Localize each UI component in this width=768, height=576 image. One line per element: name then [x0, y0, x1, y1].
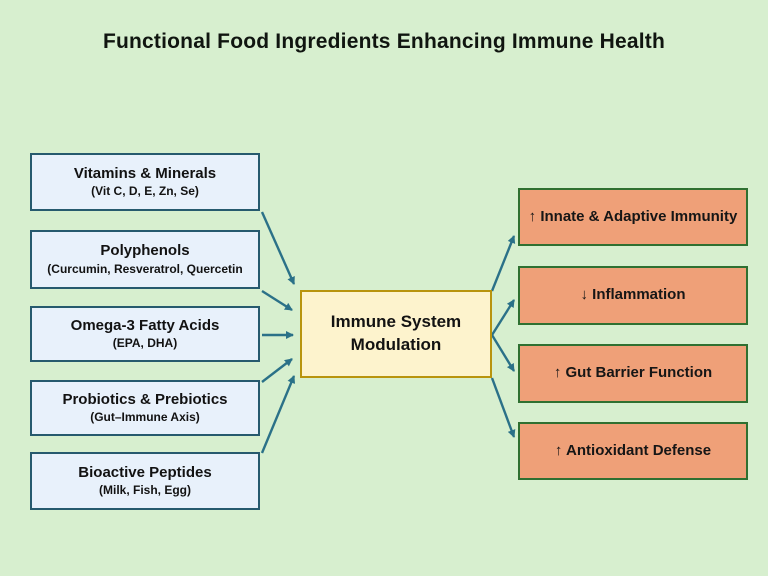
node-inflammation: ↓ Inflammation — [518, 266, 748, 325]
node-label: Vitamins & Minerals — [73, 164, 217, 182]
node-innate-adaptive-immunity: ↑ Innate & Adaptive Immunity — [518, 188, 748, 246]
connector-probiotics-to-hub — [261, 358, 293, 383]
connector-polyphenols-to-hub — [261, 289, 293, 312]
node-label: Polyphenols — [100, 242, 190, 260]
node-label: Probiotics & Prebiotics — [62, 390, 228, 408]
node-immune-system-modulation: Immune System Modulation — [300, 290, 492, 378]
node-bioactive-peptides: Bioactive Peptides (Milk, Fish, Egg) — [30, 452, 260, 510]
node-label: Bioactive Peptides — [78, 463, 212, 481]
node-sublabel: (Curcumin, Resveratrol, Quercetin — [47, 261, 243, 276]
node-label: Omega-3 Fatty Acids — [70, 316, 220, 334]
node-gut-barrier-function: ↑ Gut Barrier Function — [518, 344, 748, 403]
connector-vitamins-to-hub — [260, 211, 296, 285]
connector-hub-to-gut-barrier — [490, 334, 516, 372]
node-omega3-fatty-acids: Omega-3 Fatty Acids (EPA, DHA) — [30, 306, 260, 362]
node-label: ↓ Inflammation — [580, 286, 686, 304]
node-sublabel: (Gut–Immune Axis) — [90, 410, 200, 425]
connector-hub-to-antioxidant — [490, 377, 516, 438]
node-sublabel: (EPA, DHA) — [112, 336, 178, 351]
node-label: ↑ Gut Barrier Function — [553, 364, 713, 382]
node-probiotics-prebiotics: Probiotics & Prebiotics (Gut–Immune Axis… — [30, 380, 260, 436]
node-label: ↑ Antioxidant Defense — [554, 441, 712, 459]
connector-hub-to-inflammation — [490, 299, 516, 336]
node-sublabel: (Vit C, D, E, Zn, Se) — [91, 184, 199, 199]
diagram-title: Functional Food Ingredients Enhancing Im… — [102, 30, 666, 53]
connector-bioactive-to-hub — [260, 375, 296, 454]
node-antioxidant-defense: ↑ Antioxidant Defense — [518, 422, 748, 480]
node-polyphenols: Polyphenols (Curcumin, Resveratrol, Quer… — [30, 230, 260, 289]
node-label: ↑ Innate & Adaptive Immunity — [528, 207, 738, 225]
connector-hub-to-innate — [490, 235, 516, 292]
node-sublabel: (Milk, Fish, Egg) — [99, 483, 191, 498]
node-vitamins-minerals: Vitamins & Minerals (Vit C, D, E, Zn, Se… — [30, 153, 260, 211]
node-label: Immune System Modulation — [330, 312, 462, 354]
